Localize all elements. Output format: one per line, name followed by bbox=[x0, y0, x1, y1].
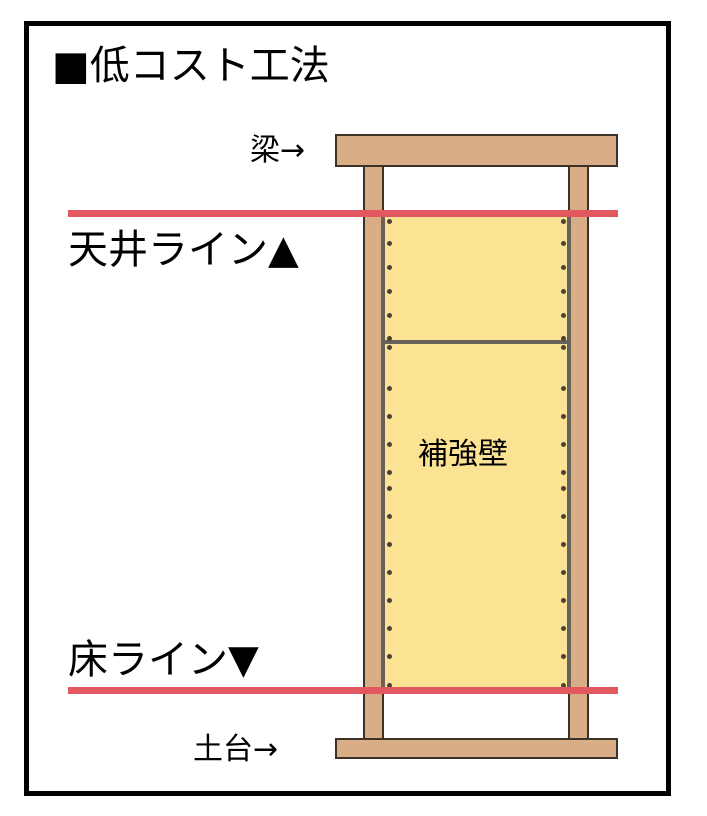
nail-icon bbox=[387, 514, 392, 519]
right-post bbox=[568, 165, 589, 740]
panel-divider bbox=[383, 340, 569, 344]
nail-icon bbox=[561, 514, 566, 519]
nail-icon bbox=[387, 442, 392, 447]
nail-icon bbox=[561, 486, 566, 491]
nail-icon bbox=[561, 313, 566, 318]
ceiling-line-label: 天井ライン▲ bbox=[68, 227, 299, 273]
nail-icon bbox=[387, 336, 392, 341]
nail-icon bbox=[561, 570, 566, 575]
nail-icon bbox=[561, 265, 566, 270]
nail-icon bbox=[387, 470, 392, 475]
nail-icon bbox=[387, 414, 392, 419]
panel-label: 補強壁 bbox=[418, 437, 508, 472]
nail-icon bbox=[387, 683, 392, 688]
nail-icon bbox=[561, 598, 566, 603]
nail-icon bbox=[561, 442, 566, 447]
sill-label: 土台→ bbox=[193, 732, 279, 767]
nail-icon bbox=[561, 414, 566, 419]
sill bbox=[335, 738, 618, 759]
ceiling-line bbox=[68, 210, 618, 217]
nail-icon bbox=[387, 598, 392, 603]
nail-icon bbox=[561, 219, 566, 224]
beam-label: 梁→ bbox=[250, 133, 306, 168]
nail-icon bbox=[387, 570, 392, 575]
nail-icon bbox=[387, 289, 392, 294]
nail-icon bbox=[387, 345, 392, 350]
nail-icon bbox=[561, 336, 566, 341]
nail-icon bbox=[561, 386, 566, 391]
nail-icon bbox=[387, 654, 392, 659]
diagram-title: ■低コスト工法 bbox=[52, 43, 330, 89]
floor-line bbox=[68, 687, 618, 694]
nail-icon bbox=[387, 265, 392, 270]
nail-icon bbox=[561, 683, 566, 688]
nail-icon bbox=[387, 542, 392, 547]
nail-icon bbox=[387, 241, 392, 246]
nail-icon bbox=[387, 626, 392, 631]
nail-icon bbox=[561, 542, 566, 547]
nail-icon bbox=[387, 313, 392, 318]
nail-icon bbox=[387, 219, 392, 224]
nail-icon bbox=[561, 345, 566, 350]
nail-icon bbox=[561, 654, 566, 659]
nail-icon bbox=[561, 626, 566, 631]
floor-line-label: 床ライン▼ bbox=[68, 637, 259, 683]
nail-icon bbox=[561, 241, 566, 246]
nail-icon bbox=[387, 386, 392, 391]
beam bbox=[335, 134, 618, 167]
reinforcing-wall-panel bbox=[381, 216, 571, 689]
nail-icon bbox=[561, 289, 566, 294]
nail-icon bbox=[561, 470, 566, 475]
nail-icon bbox=[387, 486, 392, 491]
